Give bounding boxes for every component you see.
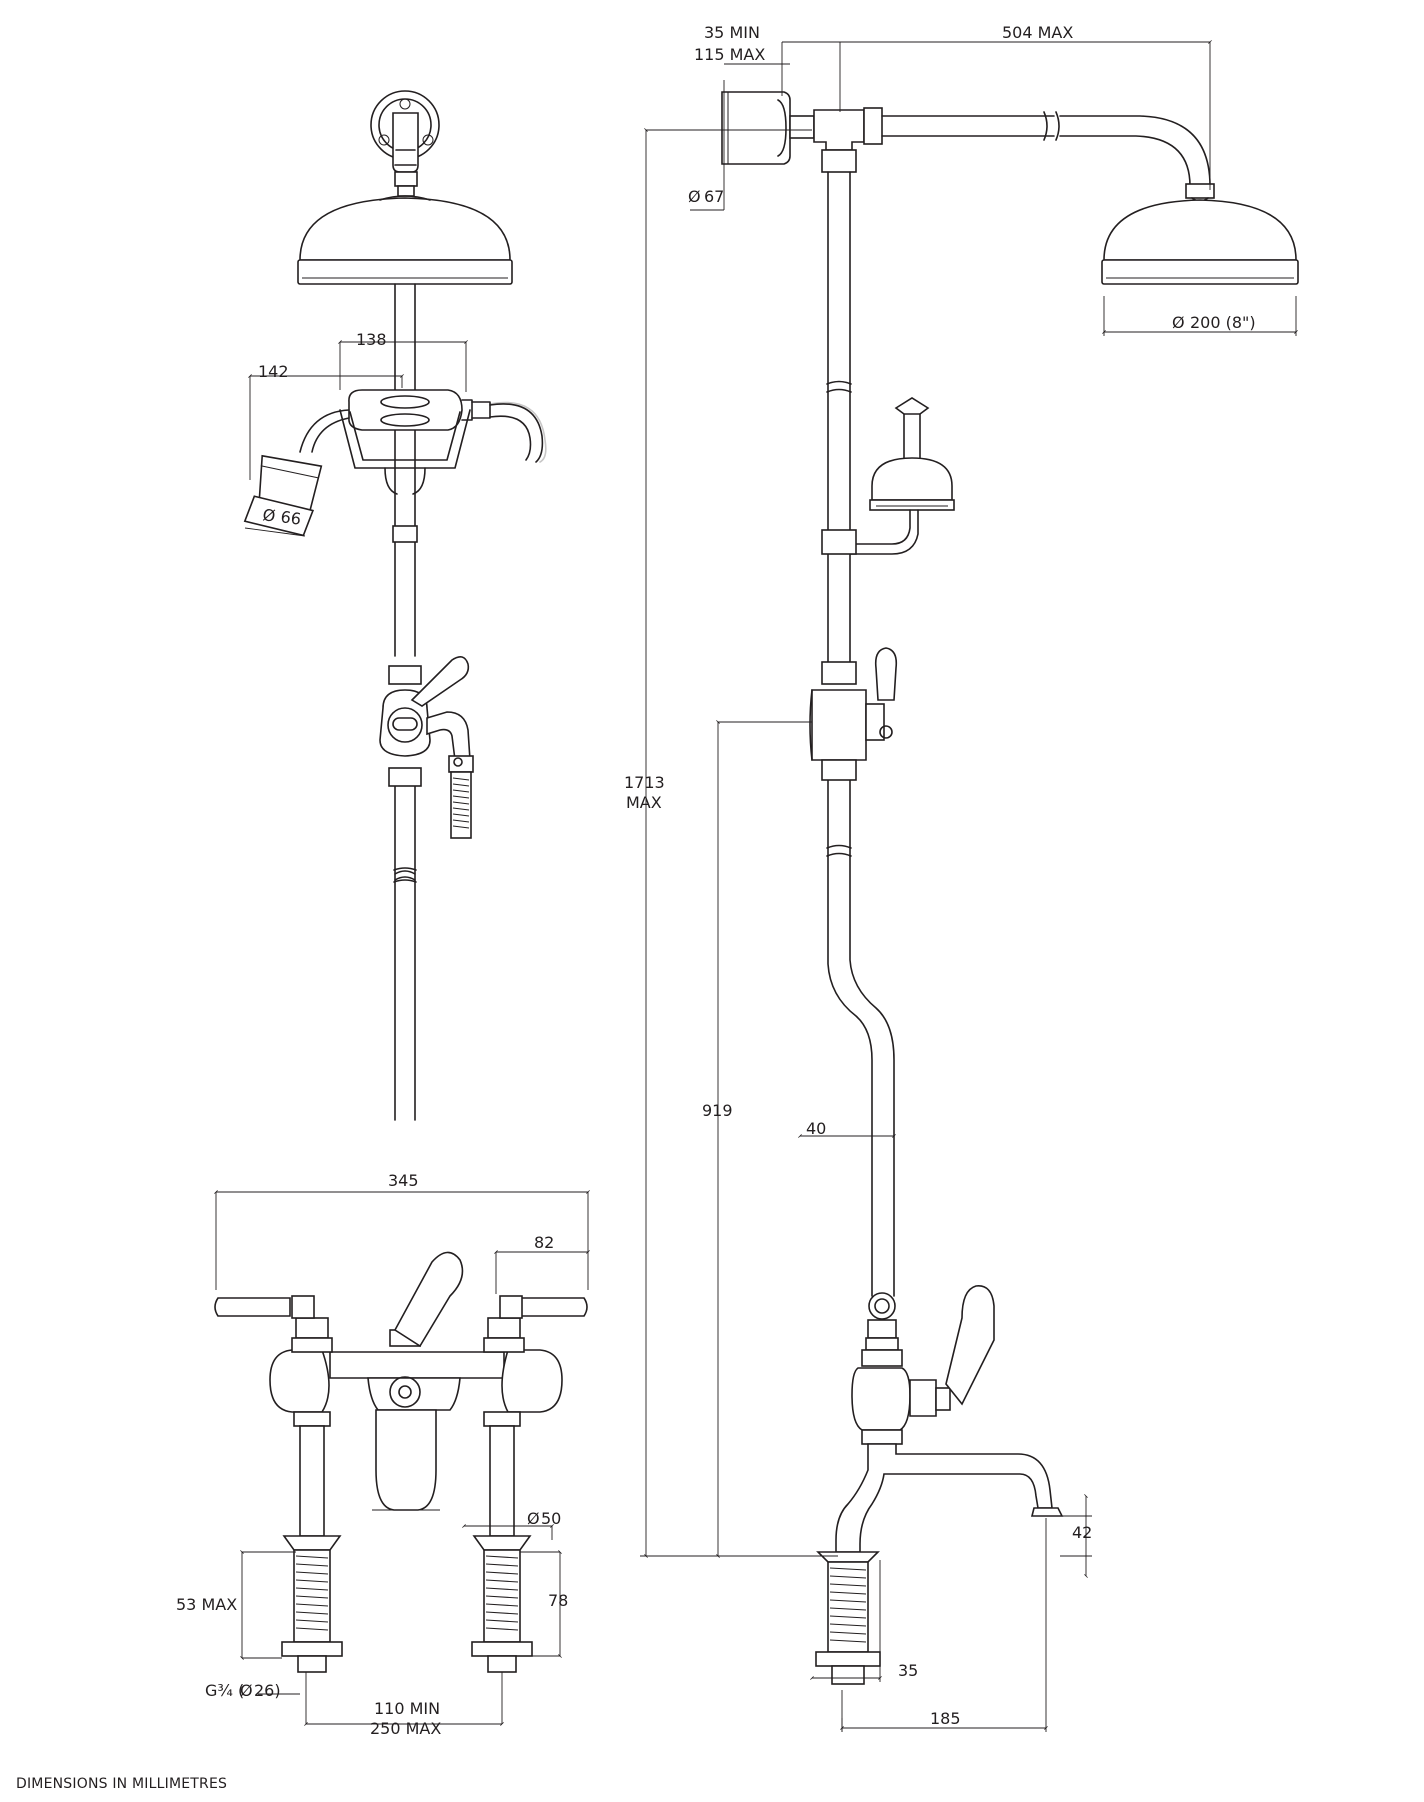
front-wall-flange [370, 90, 440, 197]
front-shower-rose [297, 195, 513, 285]
side-riser [821, 149, 895, 1297]
label-1713: 1713 [624, 773, 665, 792]
label-78: 78 [548, 1591, 568, 1610]
side-arm-and-tee [813, 107, 1215, 202]
front-diverter-valve [379, 656, 474, 839]
front-dimensions [214, 340, 590, 1726]
label-thread: G¾ ( [205, 1681, 244, 1700]
side-handset-holder [821, 397, 955, 555]
side-shower-rose [1101, 199, 1299, 285]
label-250-max: 250 MAX [370, 1719, 441, 1738]
label-504-max: 504 MAX [1002, 23, 1073, 42]
label-82: 82 [534, 1233, 554, 1252]
label-26: 26) [254, 1681, 281, 1700]
label-345: 345 [388, 1171, 419, 1190]
label-115-max: 115 MAX [694, 45, 765, 64]
label-42: 42 [1072, 1523, 1092, 1542]
label-142: 142 [258, 362, 289, 381]
label-35-min: 35 MIN [704, 23, 760, 42]
front-riser-upper [393, 283, 417, 1121]
side-bath-mixer [815, 1285, 1064, 1685]
side-elevation-view [640, 42, 1299, 1732]
label-110-min: 110 MIN [374, 1699, 440, 1718]
diameter-symbol-67: Ø [688, 187, 701, 206]
label-40: 40 [806, 1119, 826, 1138]
label-35: 35 [898, 1661, 918, 1680]
diameter-symbol-50: Ø [527, 1509, 540, 1528]
diameter-symbol-200: Ø [1172, 313, 1185, 332]
label-919: 919 [702, 1101, 733, 1120]
label-53-max: 53 MAX [176, 1595, 237, 1614]
side-diverter-valve [809, 647, 898, 781]
front-mixer-body [214, 1251, 588, 1673]
label-67: 67 [704, 187, 724, 206]
footer-note: DIMENSIONS IN MILLIMETRES [16, 1776, 228, 1792]
label-200: 200 (8") [1190, 313, 1256, 332]
side-dimensions [640, 42, 1298, 1732]
front-elevation-view [214, 90, 590, 1726]
diameter-symbol-26: Ø [240, 1681, 253, 1700]
label-185: 185 [930, 1709, 961, 1728]
label-66: 66 [279, 507, 302, 529]
side-wall-flange [721, 91, 815, 165]
front-handset [243, 389, 547, 543]
dimension-labels: 138 142 Ø 66 345 82 Ø 50 53 MAX 78 G¾ ( … [176, 23, 1256, 1738]
label-50: 50 [541, 1509, 561, 1528]
diameter-symbol-66: Ø [261, 505, 276, 526]
label-138: 138 [356, 330, 387, 349]
label-1713-max: MAX [626, 793, 662, 812]
